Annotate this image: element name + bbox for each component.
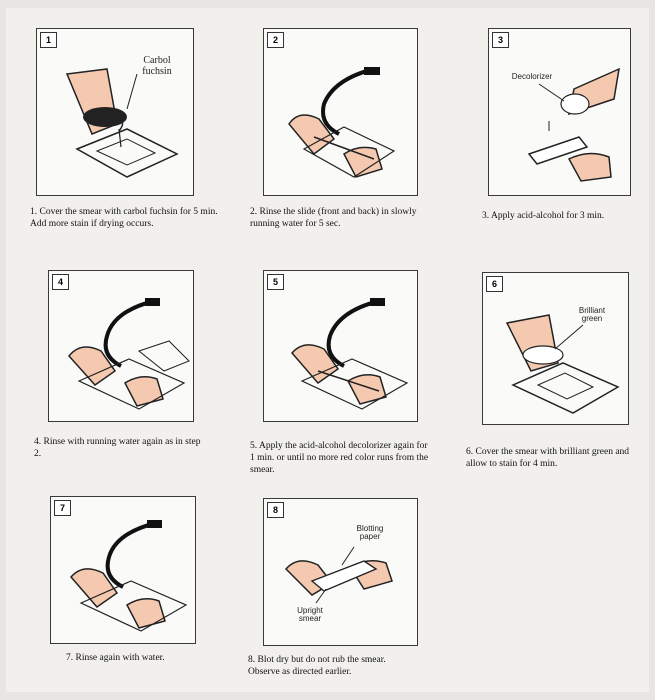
caption-8: 8. Blot dry but do not rub the smear. Ob… [248, 655, 386, 677]
step-number: 2 [267, 32, 284, 48]
rinse-again-illustration [68, 298, 190, 410]
panel-1: 1 Carbol fuchsin [36, 28, 194, 196]
decolorizer-illustration [527, 67, 620, 182]
decolorizer-label: Decolorizer [511, 72, 553, 81]
caption-7: 7. Rinse again with water. [66, 653, 165, 663]
step-number: 6 [486, 276, 503, 292]
panel-8: 8 Blotting paper Upright smear [263, 498, 418, 646]
caption-2: 2. Rinse the slide (front and back) in s… [250, 207, 417, 229]
step-number: 3 [492, 32, 509, 48]
step-number: 5 [267, 274, 284, 290]
stain-bottle-illustration [65, 68, 179, 178]
step-number: 8 [267, 502, 284, 518]
panel-4: 4 [48, 270, 194, 422]
step-number: 7 [54, 500, 71, 516]
panel-3: 3 Decolorizer [488, 28, 631, 196]
brilliant-green-label: Brilliant green [578, 306, 606, 323]
stain-label: Carbol fuchsin [142, 55, 172, 77]
caption-3: 3. Apply acid-alcohol for 3 min. [482, 211, 605, 221]
caption-6: 6. Cover the smear with brilliant green … [466, 447, 630, 469]
step-number: 1 [40, 32, 57, 48]
caption-5: 5. Apply the acid-alcohol decolorizer ag… [250, 441, 429, 475]
upright-smear-label: Upright smear [297, 606, 323, 623]
panel-5: 5 [263, 270, 418, 422]
panel-7: 7 [50, 496, 196, 644]
step-number: 4 [52, 274, 69, 290]
blotting-paper-label: Blotting paper [356, 524, 384, 541]
panel-2: 2 [263, 28, 418, 196]
acid-alcohol-again-illustration [291, 298, 409, 410]
rinse-slide-illustration [288, 67, 396, 178]
panel-6: 6 Brilliant green [482, 272, 629, 425]
blot-dry-illustration [284, 546, 393, 604]
caption-1: 1. Cover the smear with carbol fuchsin f… [30, 207, 218, 229]
rinse-water-illustration [70, 520, 188, 632]
caption-4: 4. Rinse with running water again as in … [34, 437, 201, 459]
brilliant-green-illustration [505, 314, 620, 414]
